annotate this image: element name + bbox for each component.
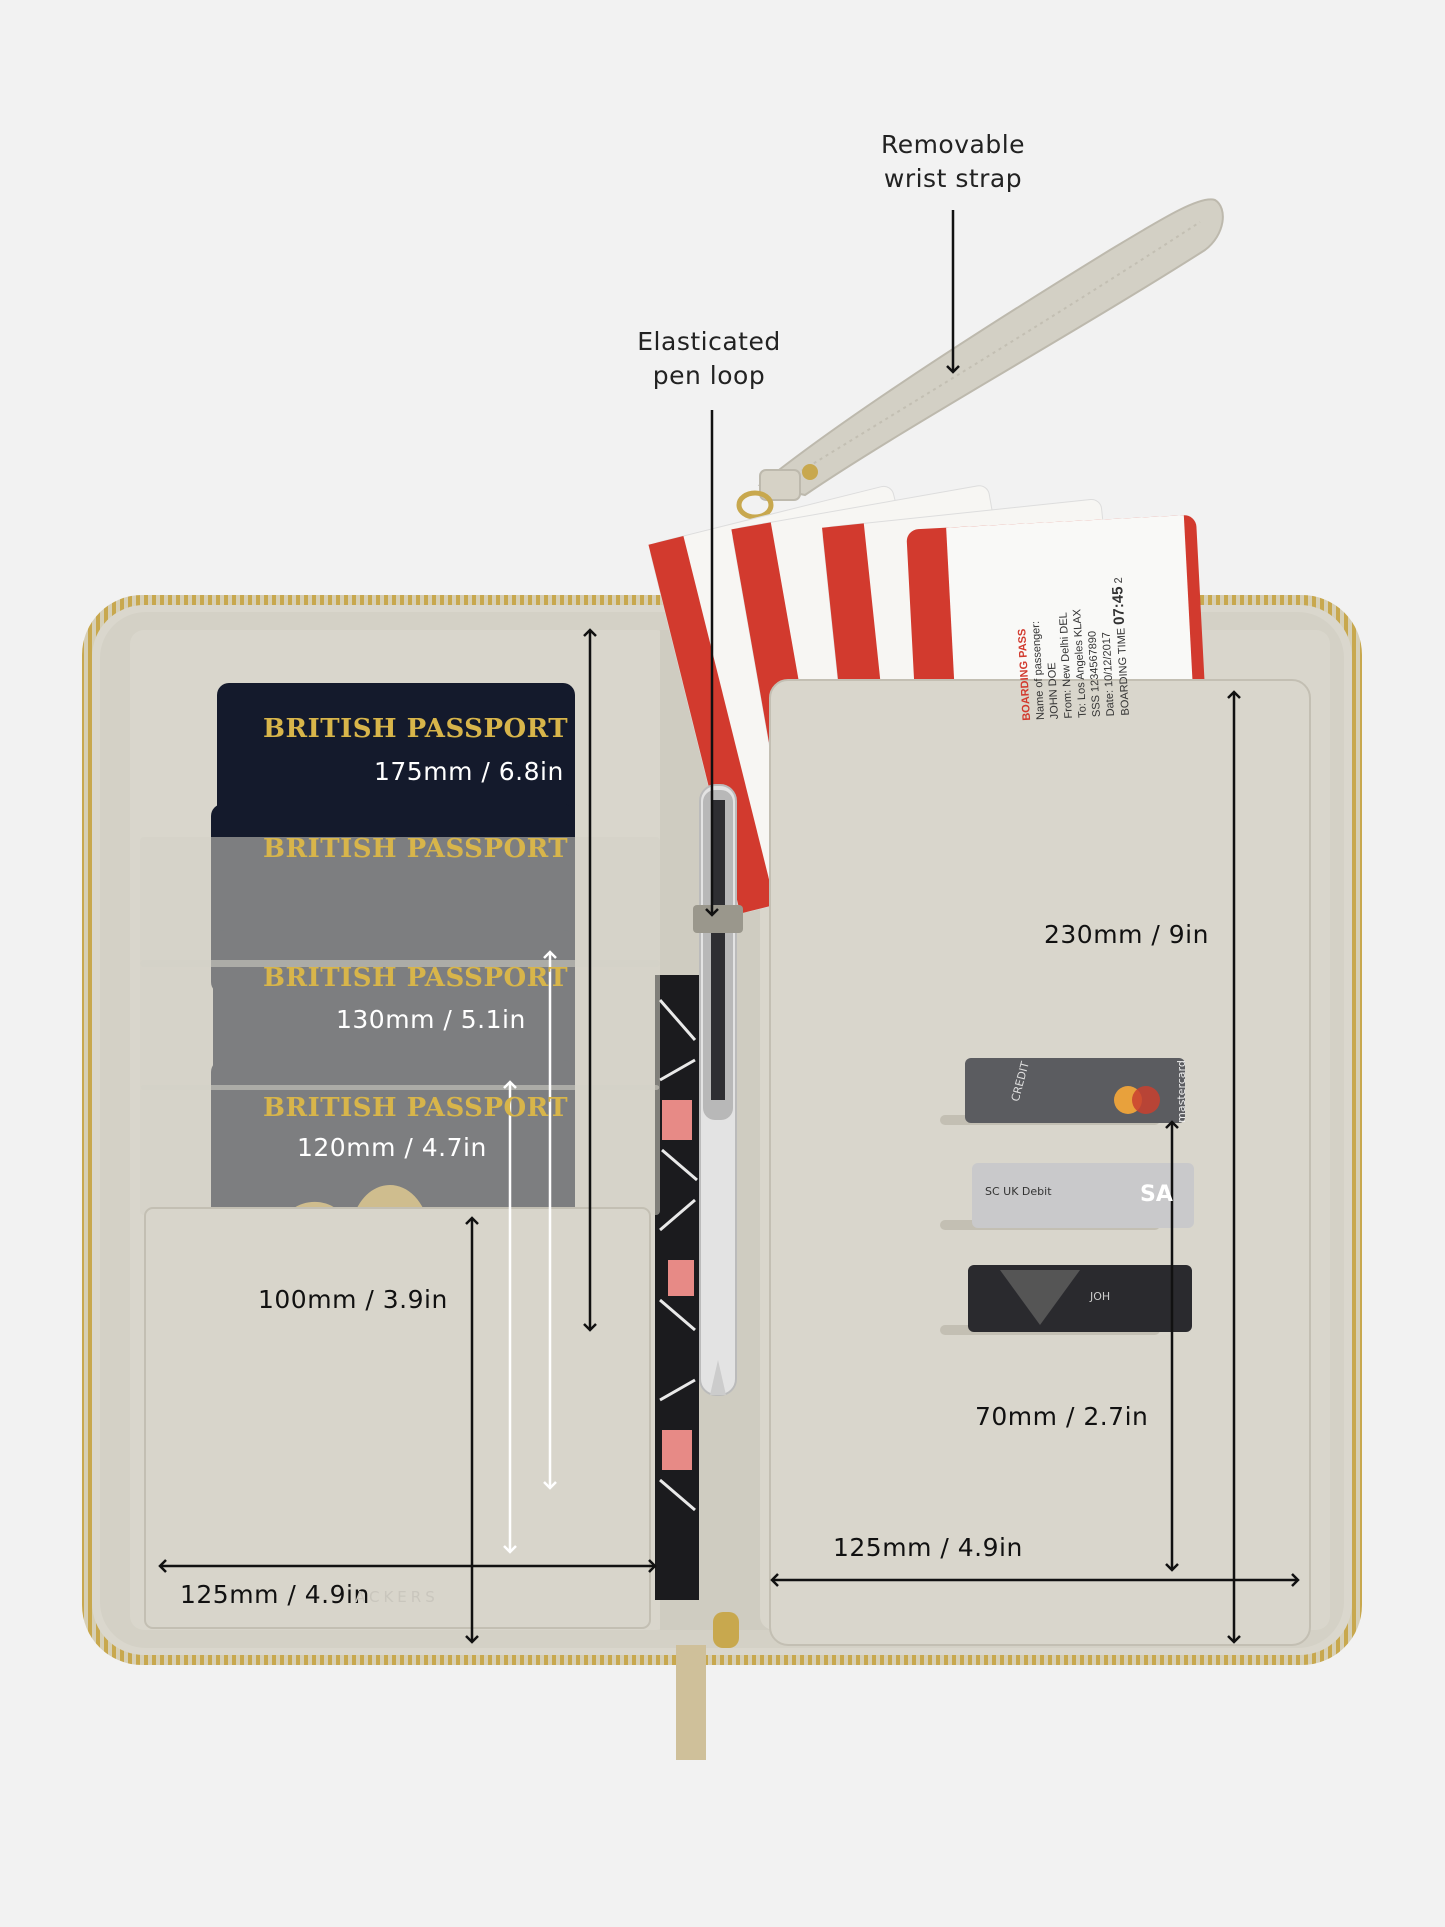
passport-3-dimension: 130mm / 5.1in [336,1005,526,1034]
brand-deboss: ACKERS [355,1588,439,1606]
left-pocket-height-label: 100mm / 3.9in [258,1285,448,1314]
passport-2-title: BRITISH PASSPORT [263,834,569,864]
right-width-label: 125mm / 4.9in [833,1533,1023,1562]
wrist-strap-callout-line2: wrist strap [883,164,1023,193]
left-width-label: 125mm / 4.9in [180,1580,370,1609]
card-2-brand: SA [1140,1182,1173,1207]
passport-4-dimension: 120mm / 4.7in [297,1133,487,1162]
right-pocket [769,679,1311,1646]
wrist-strap-callout-line1: Removable [880,130,1026,159]
card-2-text: SC UK Debit [985,1185,1052,1198]
boarding-pass-details: BOARDING PASS Name of passenger: JOHN DO… [1010,525,1133,721]
gate-value: 2 [1112,576,1126,584]
right-height-label: 230mm / 9in [1044,920,1209,949]
passport-3-title: BRITISH PASSPORT [263,963,569,993]
passport-1-dimension: 175mm / 6.8in [374,757,564,786]
pen-loop-callout-line1: Elasticated [637,327,781,356]
passport-4-title: BRITISH PASSPORT [263,1093,569,1123]
pen-loop-callout-line2: pen loop [652,361,766,390]
cards [965,1058,1194,1332]
zipper-pull [676,1612,739,1760]
notebook [655,975,699,1600]
time-value: 07:45 [1109,586,1129,626]
wrist-strap [736,198,1224,520]
date-label: Date: [1103,689,1117,717]
card-1-brand: mastercard [1174,1060,1188,1123]
pen [693,784,743,1396]
left-pockets [140,837,660,1629]
wrist-strap-callout: Removable wrist strap [848,128,1058,196]
pen-loop-callout: Elasticated pen loop [604,325,814,393]
card-3-text: JOH [1090,1290,1111,1303]
card-slot-height-label: 70mm / 2.7in [975,1402,1149,1431]
passport-1-title: BRITISH PASSPORT [263,714,569,744]
